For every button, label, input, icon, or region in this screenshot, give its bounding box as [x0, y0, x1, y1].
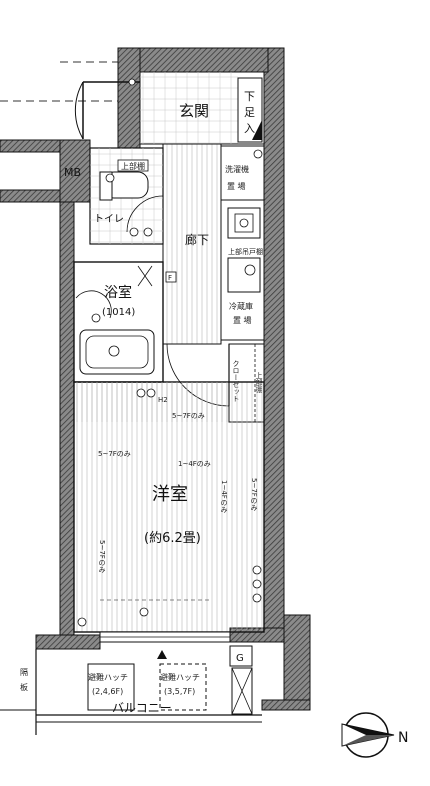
genkan-label: 玄関	[179, 102, 209, 120]
fridge-label-2: 置 場	[233, 315, 252, 325]
fridge-label-1: 冷蔵庫	[229, 301, 253, 311]
compass-icon: N	[341, 712, 408, 758]
note-5-7-d: 5~7Fのみ	[98, 540, 106, 573]
entry-door	[74, 78, 140, 140]
balcony: 隔 板 避難ハッチ (2,4,6F) 避難ハッチ (3,5,7F) バルコニー …	[0, 645, 262, 735]
toilet-shelf-label: 上部棚	[121, 161, 145, 171]
note-5-7-c: 5~7Fのみ	[250, 478, 258, 511]
note-5-7-b: 5~7Fのみ	[98, 450, 131, 458]
kitchen-area: 上部吊戸棚 冷蔵庫 置 場	[220, 199, 265, 341]
partition-label-2: 板	[20, 682, 28, 692]
shoe-box-label-2: 足	[244, 106, 255, 119]
note-5-7-a: 5~7Fのみ	[172, 412, 205, 420]
note-1-4-b: 1~4Fのみ	[220, 480, 228, 513]
hatch-1-floors: (2,4,6F)	[92, 687, 123, 696]
washer-area: 洗濯機 置 場	[220, 145, 265, 201]
washer-label-1: 洗濯機	[225, 164, 249, 174]
mb-label: MB	[64, 166, 81, 179]
hallway-label: 廊下	[185, 232, 209, 247]
balcony-window	[99, 631, 231, 659]
kitchen-shelf-label: 上部吊戸棚	[228, 247, 263, 256]
toilet-room: 上部棚 トイレ	[89, 147, 164, 245]
bath-label: 浴室	[104, 284, 132, 301]
g-mark: G	[236, 653, 244, 664]
f-mark: F	[168, 274, 172, 282]
washer-label-2: 置 場	[227, 181, 246, 191]
bath-size-label: (1014)	[102, 307, 135, 318]
bathroom: 浴室 (1014)	[73, 261, 164, 383]
balcony-label: バルコニー	[112, 701, 172, 715]
shoe-box: 下 足 入	[237, 77, 263, 143]
h2-mark: H2	[158, 396, 168, 404]
exterior-walls	[0, 47, 311, 711]
western-room-size: (約6.2畳)	[144, 531, 201, 546]
hatch-2-label: 避難ハッチ	[160, 672, 200, 682]
shoe-box-label-3: 入	[244, 122, 255, 135]
partition-label-1: 隔	[20, 668, 28, 677]
closet-label: クローゼット	[232, 360, 240, 402]
shoe-box-label-1: 下	[244, 90, 255, 103]
note-1-4-a: 1~4Fのみ	[178, 460, 211, 468]
western-room: 洋室 (約6.2畳) 5~7Fのみ 5~7Fのみ 1~4Fのみ 1~4Fのみ 5…	[73, 381, 265, 633]
hatch-2-floors: (3,5,7F)	[164, 687, 195, 696]
corridor-dashes	[0, 61, 135, 102]
hatch-1-label: 避難ハッチ	[88, 672, 128, 682]
toilet-label: トイレ	[94, 214, 124, 225]
western-room-label: 洋室	[152, 484, 188, 505]
compass-label: N	[398, 730, 408, 746]
